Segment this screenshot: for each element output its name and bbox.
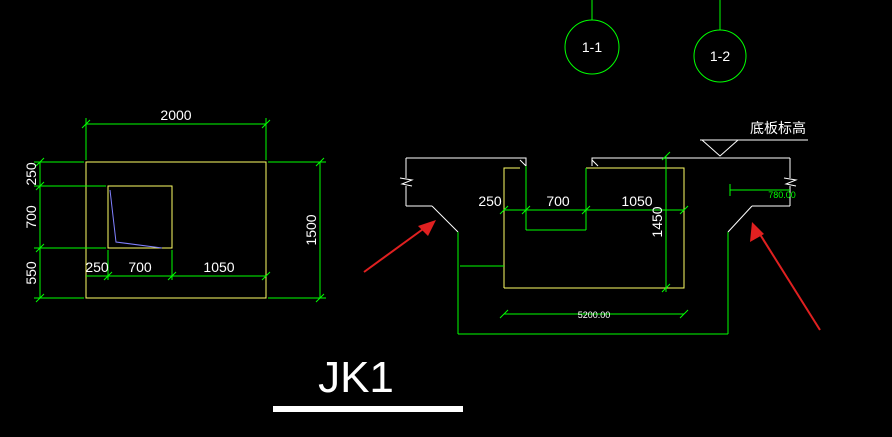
section-view: 250 700 1050 1450 5200.00 780.00 底板标高 xyxy=(399,120,808,335)
section-bottom-dim: 5200.00 xyxy=(578,310,611,320)
section-inner-wall-left xyxy=(503,167,520,288)
section-top-slab-left xyxy=(406,157,527,166)
break-mark-right xyxy=(783,177,798,187)
section-dim-3: 1050 xyxy=(621,193,652,209)
section-inner-wall-right xyxy=(504,167,685,289)
title-underline xyxy=(273,406,463,412)
section-height-dim: 1450 xyxy=(649,206,665,237)
plan-top-dim: 2000 xyxy=(160,107,191,123)
plan-left-dim-3: 550 xyxy=(23,261,39,285)
plan-inner-pit xyxy=(107,185,173,249)
title-text: JK1 xyxy=(318,353,394,402)
callout-1-1[interactable] xyxy=(564,19,620,75)
drawing-title: JK1 xyxy=(273,353,463,412)
break-mark-left xyxy=(399,177,414,187)
plan-bottom-dim-2: 700 xyxy=(128,259,152,275)
bottom-level-label: 底板标高 xyxy=(750,120,806,136)
arrow-right-shaft xyxy=(755,227,821,331)
plan-view: 2000 1500 250 700 550 250 700 1050 xyxy=(23,107,326,303)
plan-inner-mark xyxy=(109,189,163,249)
callout-1-2-label: 1-2 xyxy=(710,48,730,64)
section-dim-2: 700 xyxy=(546,193,570,209)
section-right-dim: 780.00 xyxy=(768,190,796,200)
arrow-left-head-icon xyxy=(418,220,436,236)
plan-left-dim-2: 700 xyxy=(23,205,39,229)
plan-bottom-dim-1: 250 xyxy=(85,259,109,275)
level-triangle-icon xyxy=(700,139,740,157)
callout-1-2[interactable] xyxy=(693,29,747,83)
section-dim-1: 250 xyxy=(478,193,502,209)
callout-1-1-label: 1-1 xyxy=(582,39,602,55)
plan-outline xyxy=(85,161,267,299)
arrow-left-shaft xyxy=(363,223,431,273)
section-top-slab-right xyxy=(591,157,790,166)
plan-bottom-dim-3: 1050 xyxy=(203,259,234,275)
arrow-right-head-icon xyxy=(750,222,764,242)
plan-right-dim: 1500 xyxy=(303,214,319,245)
plan-left-dim-1: 250 xyxy=(23,162,39,186)
callouts: 1-1 1-2 xyxy=(564,0,747,83)
red-arrows xyxy=(363,220,821,331)
